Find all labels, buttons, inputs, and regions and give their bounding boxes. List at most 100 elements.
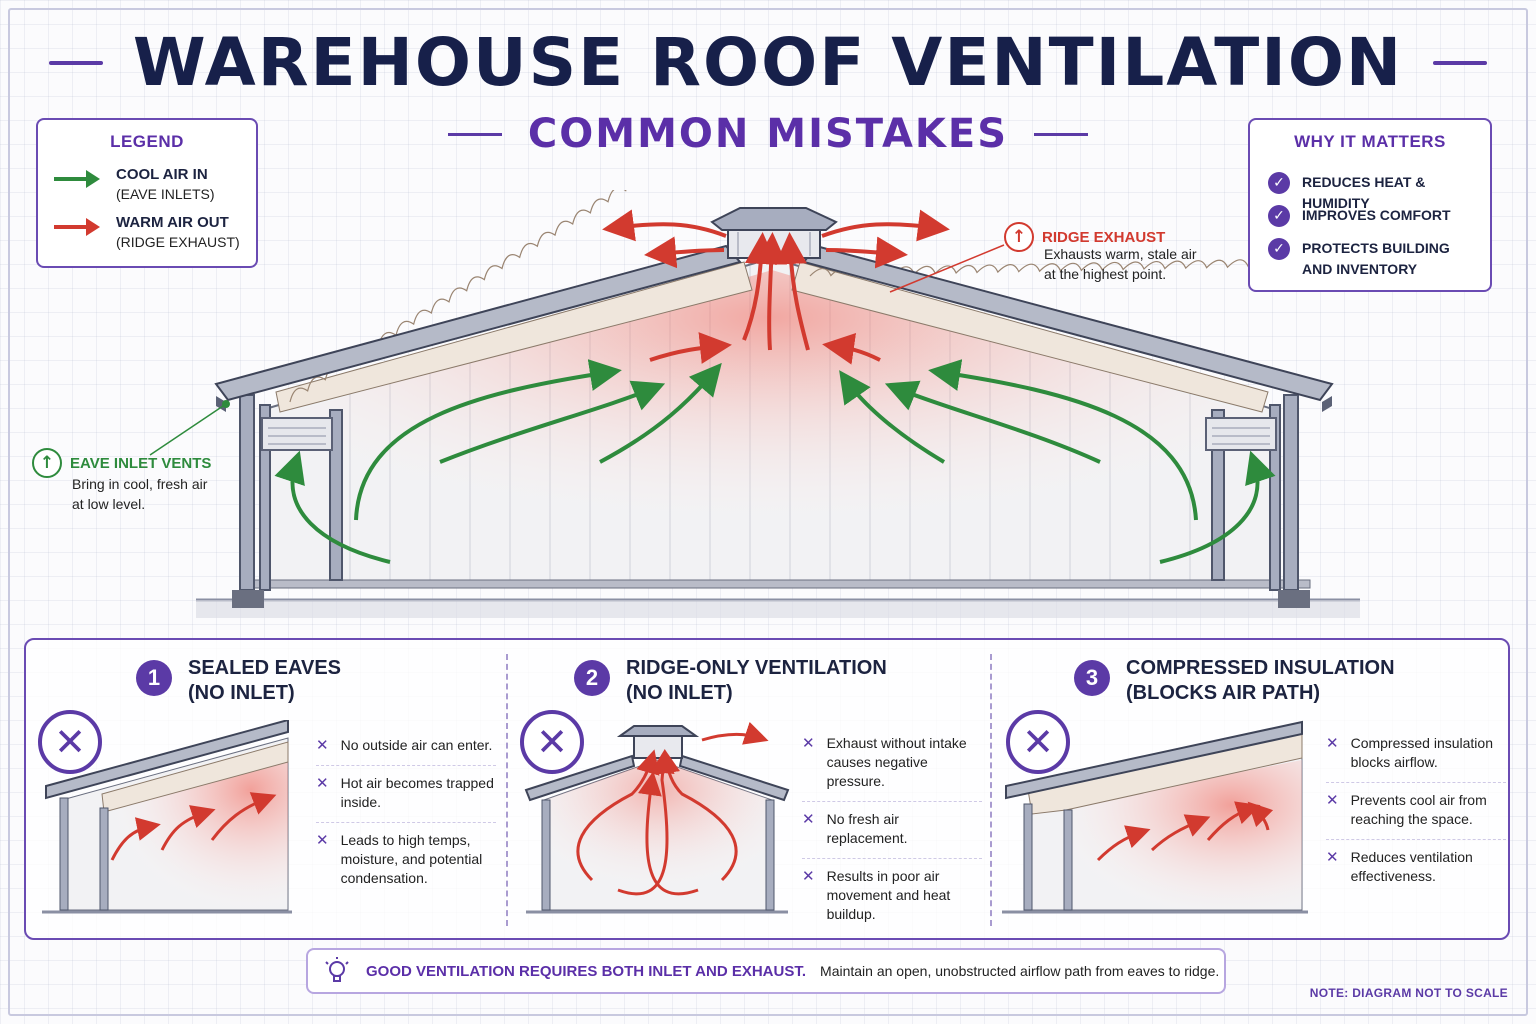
roof-left: [214, 244, 742, 402]
mistake-2-illustration: [524, 721, 790, 914]
eave-leader-dot: [222, 400, 230, 408]
mistake-1-illustration: [42, 720, 292, 914]
mistake-divider: [506, 654, 508, 926]
bullet-text: No fresh air replacement.: [826, 811, 908, 846]
why-item-text: PROTECTS BUILDING AND INVENTORY: [1302, 240, 1450, 277]
legend-item-cool: COOL AIR IN (EAVE INLETS): [52, 166, 215, 202]
bullet-item: ✕Exhaust without intake causes negative …: [802, 726, 982, 802]
title-row: WAREHOUSE ROOF VENTILATION: [0, 30, 1536, 96]
x-mark-icon: ✕: [38, 710, 102, 774]
scale-note: NOTE: DIAGRAM NOT TO SCALE: [1309, 986, 1508, 1000]
mistake-divider: [990, 654, 992, 926]
mistake-3-bullets: ✕ Compressed insulation blocks airflow. ✕…: [1326, 726, 1506, 896]
eave-callout-text-1: Bring in cool, fresh air: [72, 476, 208, 492]
page-frame: [8, 8, 1528, 1016]
why-item: ✓ PROTECTS BUILDING AND INVENTORY: [1268, 238, 1482, 280]
ridge-callout-title: RIDGE EXHAUST: [1042, 228, 1166, 246]
check-icon: ✓: [1268, 205, 1290, 227]
mistake-2-header: 2 RIDGE-ONLY VENTILATION (NO INLET): [574, 656, 887, 706]
bullet-item: ✕ No outside air can enter.: [316, 728, 496, 766]
legend-item-warm: WARM AIR OUT (RIDGE EXHAUST): [52, 214, 240, 250]
tip-rest-text: Maintain an open, unobstructed airflow p…: [820, 963, 1220, 979]
common-mistakes-panel: 1 SEALED EAVES (NO INLET) ✕ ✕ No outside …: [24, 638, 1510, 940]
eave-callout-title-row: ↑ EAVE INLET VENTS: [32, 448, 211, 478]
x-icon: ✕: [802, 734, 815, 752]
mistake-1-title: SEALED EAVES: [188, 657, 341, 679]
bullet-item: ✕Reduces ventilation effectiveness.: [1326, 840, 1506, 896]
why-item: ✓ IMPROVES COMFORT: [1268, 205, 1482, 227]
gutter-left: [216, 396, 226, 412]
ground-shadow: [196, 600, 1360, 618]
subtitle-row: COMMON MISTAKES: [0, 114, 1536, 154]
arrow-up-icon: ↑: [32, 448, 62, 478]
mistake-1-number: 1: [136, 660, 172, 696]
legend-sub-cool: (EAVE INLETS): [116, 186, 215, 202]
bullet-text: Hot air becomes trapped inside.: [340, 775, 494, 810]
mistake-3-header: 3 COMPRESSED INSULATION (BLOCKS AIR PATH…: [1074, 656, 1395, 706]
page-subtitle: COMMON MISTAKES: [527, 111, 1009, 157]
ridge-callout-text-2: at the highest point.: [1044, 266, 1167, 282]
gutter-right: [1322, 396, 1332, 412]
insulation-left: [275, 261, 753, 413]
page-title: WAREHOUSE ROOF VENTILATION: [132, 24, 1404, 101]
bullet-item: ✕ Compressed insulation blocks airflow.: [1326, 726, 1506, 783]
mistake-2-number: 2: [574, 660, 610, 696]
legend-box: LEGEND COOL AIR IN (EAVE INLETS) WARM AI…: [36, 118, 258, 268]
title-dash-left: [48, 61, 103, 65]
cool-air-arrows: [274, 359, 1276, 564]
warm-air-glow: [300, 270, 1240, 585]
why-item: ✓ REDUCES HEAT & HUMIDITY: [1268, 172, 1482, 214]
mistake-1-bullets: ✕ No outside air can enter. ✕ Hot air beco…: [316, 728, 496, 898]
mistake-3-subtitle: (BLOCKS AIR PATH): [1126, 682, 1321, 704]
mistake-1-header: 1 SEALED EAVES (NO INLET): [136, 656, 341, 706]
x-mark-icon: ✕: [1006, 710, 1070, 774]
legend-sub-warm: (RIDGE EXHAUST): [116, 234, 240, 250]
red-arrow-icon: [54, 218, 100, 236]
mistake-3-title: COMPRESSED INSULATION: [1126, 657, 1395, 679]
arrow-up-icon: ↑: [1004, 222, 1034, 252]
bullet-item: ✕No fresh air replacement.: [802, 802, 982, 859]
subtitle-dash-left: [447, 132, 502, 136]
why-it-matters-box: WHY IT MATTERS ✓ REDUCES HEAT & HUMIDITY…: [1248, 118, 1492, 292]
legend-label-warm: WARM AIR OUT: [116, 214, 229, 231]
bullet-item: ✕ Prevents cool air from reaching the spa…: [1326, 783, 1506, 840]
ridge-leader-line: [889, 244, 1005, 293]
title-dash-right: [1433, 61, 1488, 65]
bullet-text: No outside air can enter.: [340, 737, 493, 753]
bullet-text: Leads to high temps, moisture, and poten…: [340, 832, 483, 886]
eave-leader-line: [149, 403, 227, 456]
green-arrow-icon: [54, 170, 100, 188]
legend-title: LEGEND: [110, 132, 184, 151]
eave-callout-text-2: at low level.: [72, 496, 146, 512]
bullet-text: Results in poor air movement and heat bu…: [826, 868, 951, 922]
x-icon: ✕: [316, 736, 329, 754]
mistake-3-illustration: [1002, 720, 1308, 914]
mistake-2-bullets: ✕Exhaust without intake causes negative …: [802, 726, 982, 934]
eave-callout-title: EAVE INLET VENTS: [70, 454, 212, 472]
bullet-item: ✕ Results in poor air movement and heat b…: [802, 859, 982, 934]
mistake-3-number: 3: [1074, 660, 1110, 696]
bullet-item: ✕ Leads to high temps, moisture, and pote…: [316, 823, 496, 898]
x-icon: ✕: [1326, 791, 1339, 809]
ridge-vent: [710, 207, 838, 259]
subtitle-dash-right: [1034, 132, 1089, 136]
bullet-text: Compressed insulation blocks airflow.: [1350, 735, 1493, 770]
ridge-exhaust-callout: ↑ RIDGE EXHAUST Exhausts warm, stale air…: [1004, 222, 1197, 284]
building-diagram: [149, 190, 1360, 618]
ridge-callout-title-row: ↑ RIDGE EXHAUST: [1004, 222, 1197, 252]
lightbulb-icon: [325, 957, 349, 982]
x-icon: ✕: [316, 774, 329, 792]
ridge-callout-text-1: Exhausts warm, stale air: [1044, 246, 1197, 262]
why-item-text: IMPROVES COMFORT: [1302, 207, 1451, 223]
x-icon: ✕: [316, 831, 329, 849]
bullet-text: Prevents cool air from reaching the spac…: [1350, 792, 1487, 827]
x-icon: ✕: [1326, 734, 1339, 752]
mistake-1-subtitle: (NO INLET): [188, 682, 295, 704]
x-icon: ✕: [802, 867, 815, 885]
tip-strong-text: GOOD VENTILATION REQUIRES BOTH INLET AND…: [366, 962, 807, 980]
legend-label-cool: COOL AIR IN: [116, 166, 208, 183]
why-title: WHY IT MATTERS: [1294, 132, 1446, 151]
bullet-text: Reduces ventilation effectiveness.: [1350, 849, 1473, 884]
check-icon: ✓: [1268, 238, 1290, 260]
mistake-2-subtitle: (NO INLET): [626, 682, 733, 704]
